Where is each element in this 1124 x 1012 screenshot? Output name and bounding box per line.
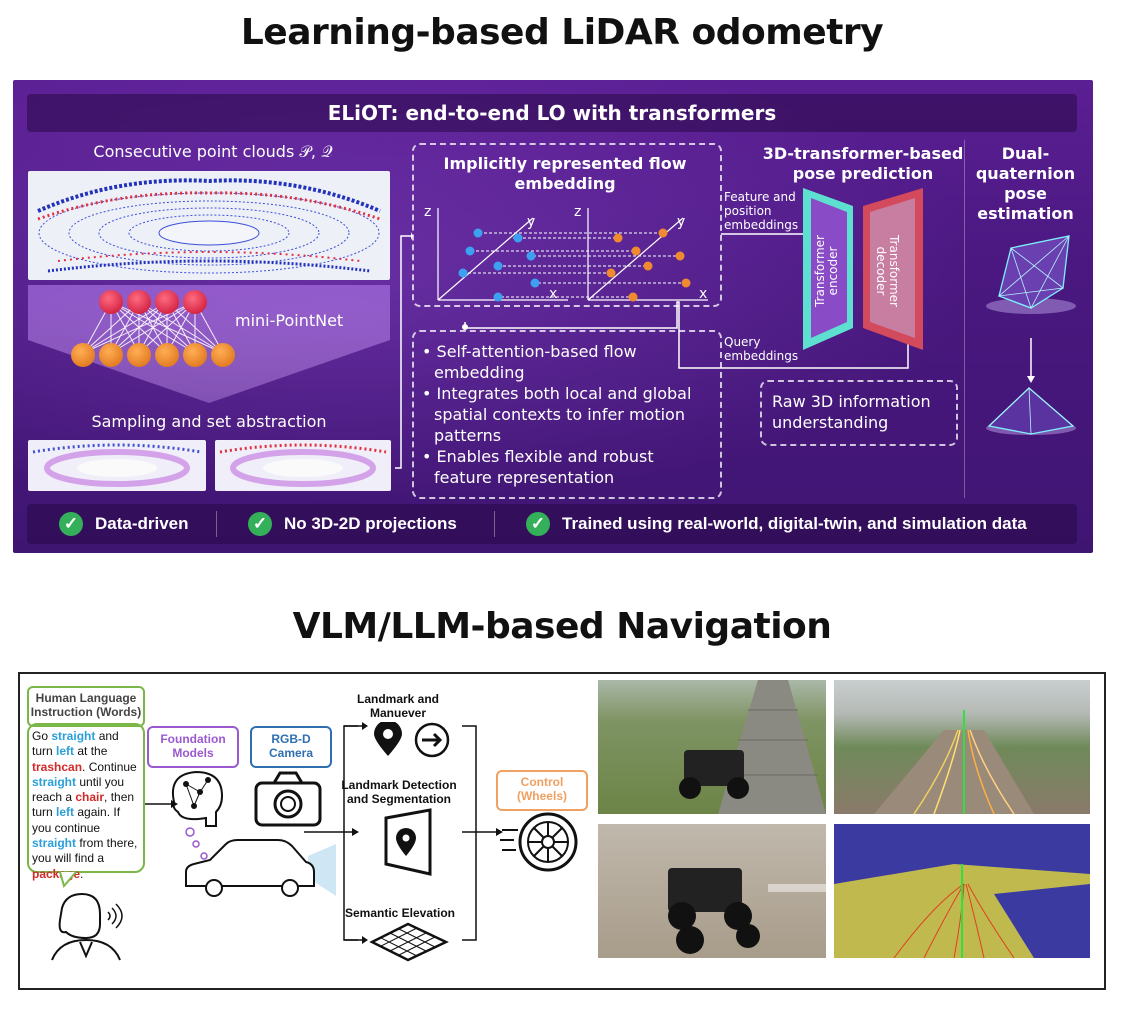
bullet-1: • Self-attention-based flow embedding <box>422 342 637 382</box>
query-embeddings-label: Query embeddings <box>724 335 799 363</box>
car-icon <box>185 839 336 897</box>
feature-embeddings-label: Feature and position embeddings <box>724 190 799 232</box>
sampled-cloud-red <box>215 440 391 491</box>
mini-pointnet-graphic <box>28 285 390 405</box>
instruction-segment: from there, you will find a <box>32 836 138 866</box>
point-clouds-label: Consecutive point clouds 𝒫, 𝒬 <box>93 142 333 161</box>
instruction-text: Go straight and turn left at the trashca… <box>32 729 140 882</box>
instruction-segment: again. If you continue <box>32 805 121 835</box>
eliot-figure: ELiOT: end-to-end LO with transformers C… <box>13 80 1093 553</box>
decoder-label: Transformer decoder <box>874 234 901 307</box>
pin-arrow-icons <box>374 722 450 758</box>
eliot-footer <box>27 504 1077 544</box>
landmark-detection-label: Landmark Detection and Segmentation <box>341 778 457 806</box>
camera-icon <box>254 771 322 827</box>
flow-bullets: • Self-attention-based flow embedding • … <box>422 341 714 488</box>
connector-arrow <box>395 232 413 469</box>
flow-bullets-box <box>412 330 722 499</box>
footer-item-3: Trained using real-world, digital-twin, … <box>562 514 1027 533</box>
raw-info-box <box>760 380 958 446</box>
flow-embedding-box <box>412 143 722 307</box>
dual-quaternion-title: Dual-quaternion pose estimation <box>975 144 1076 223</box>
instruction-segment: . Continue <box>82 759 137 774</box>
axis-z2: z <box>574 204 582 220</box>
instruction-segment: chair <box>75 790 105 805</box>
landmark-segmentation-icon <box>384 808 432 876</box>
semantic-elevation-label: Semantic Elevation <box>344 906 456 920</box>
axis-y2: y <box>677 214 686 230</box>
instruction-segment: and turn <box>32 729 119 759</box>
flow-embedding-plot <box>437 208 708 302</box>
sampled-cloud-blue <box>28 440 206 491</box>
footer-item-2: No 3D-2D projections <box>284 514 457 533</box>
flow-title: Implicitly represented flow embedding <box>443 154 687 193</box>
axis-y1: y <box>527 214 536 230</box>
dual-quaternion-graphic <box>986 235 1076 435</box>
eliot-banner: ELiOT: end-to-end LO with transformers <box>27 94 1077 132</box>
landmark-manuever-label: Landmark and Manuever <box>356 692 440 720</box>
check-icon: ✓ <box>248 512 272 536</box>
instruction-segment: until you reach a <box>32 774 125 805</box>
bullet-3: • Enables flexible and robust feature re… <box>422 447 654 487</box>
pose-title: 3D-transformer-based pose prediction <box>762 144 964 183</box>
footer-item-1: Data-driven <box>95 514 189 533</box>
instruction-segment: straight <box>51 729 96 743</box>
robot-photo-path <box>598 680 826 814</box>
robot-photo-ground <box>598 824 826 958</box>
instruction-segment: , then turn <box>32 790 135 820</box>
instruction-segment: left <box>56 805 75 820</box>
axis-x1: x <box>549 286 558 302</box>
instruction-segment: straight <box>32 836 77 851</box>
brain-network-icon <box>172 770 224 860</box>
instruction-segment: . <box>80 866 84 881</box>
section-title-lidar: Learning-based LiDAR odometry <box>240 12 884 53</box>
raw-info-label: Raw 3D information understanding <box>772 392 931 432</box>
sampling-label: Sampling and set abstraction <box>91 412 327 431</box>
navigation-figure: Human Language Instruction (Words) Go st… <box>18 672 1106 990</box>
trajectory-photo <box>834 680 1090 814</box>
instruction-segment: at the <box>74 744 108 759</box>
segmentation-photo <box>834 824 1090 958</box>
point-cloud-image <box>28 171 390 280</box>
foundation-models-box: Foundation Models <box>147 726 239 768</box>
rgbd-camera-box: RGB-D Camera <box>250 726 332 768</box>
bullet-2: • Integrates both local and global spati… <box>422 384 692 445</box>
section-title-navigation: VLM/LLM-based Navigation <box>292 606 832 647</box>
terrain-mesh-icon <box>369 922 449 962</box>
speaker-person-icon <box>51 871 123 961</box>
axis-x2: x <box>699 286 708 302</box>
instruction-segment: Go <box>32 729 52 743</box>
encoder-label: Transformer encoder <box>813 235 840 308</box>
pointnet-label: mini-PointNet <box>235 311 344 330</box>
instruction-segment: left <box>56 744 75 759</box>
check-icon: ✓ <box>59 512 83 536</box>
instruction-segment: straight <box>32 774 77 789</box>
transformer-shapes <box>803 188 923 350</box>
wheel-icon <box>500 812 578 872</box>
control-wheels-box: Control (Wheels) <box>496 770 588 811</box>
axis-z1: z <box>424 204 432 220</box>
human-language-box: Human Language Instruction (Words) <box>27 686 145 727</box>
check-icon: ✓ <box>526 512 550 536</box>
instruction-segment: trashcan <box>32 759 83 774</box>
